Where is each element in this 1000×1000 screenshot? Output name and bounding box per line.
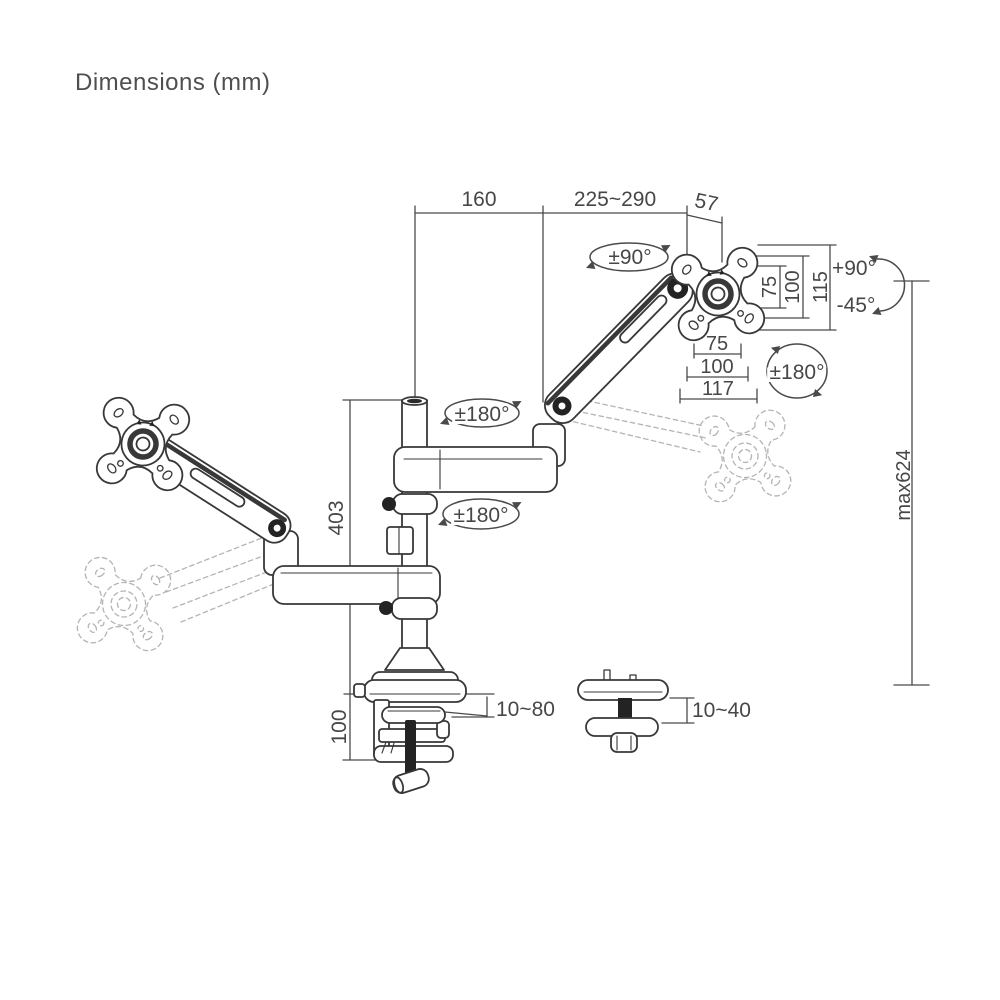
vesa-side-75-label: 75	[759, 276, 781, 298]
labels: Dimensions (mm) 160 225~290 57 403 100 1…	[75, 69, 915, 745]
ghost-vesa-left	[76, 556, 172, 652]
dim-arm-inner-label: 160	[461, 188, 496, 211]
arrow-icon	[661, 245, 671, 253]
gas-spring-arm-right	[543, 272, 694, 425]
vesa-bottom-100-label: 100	[700, 356, 733, 378]
artwork	[95, 246, 766, 794]
page-title: Dimensions (mm)	[75, 69, 271, 96]
head-swivel-ellipse	[589, 242, 669, 272]
dim-grommet-range-label: 10~40	[692, 699, 751, 722]
arm-upper-swivel-label: ±180°	[455, 403, 510, 426]
vesa-plate-right	[670, 246, 766, 342]
arm-lower-swivel-ellipse	[442, 498, 520, 530]
arm-lower-swivel-label: ±180°	[454, 504, 509, 527]
gas-spring-arm-left	[131, 428, 292, 544]
arrow-icon	[812, 388, 823, 398]
vesa-side-115-label: 115	[810, 271, 832, 303]
vesa-plate-left	[95, 396, 191, 492]
dim-clamp-height-label: 100	[328, 709, 351, 744]
upper-swivel-arm	[393, 423, 566, 493]
grommet-mount	[577, 669, 669, 753]
angle-indicators	[438, 242, 906, 530]
arrow-icon	[512, 502, 522, 510]
vesa-rotate-circle	[766, 343, 828, 399]
dim-max-height-label: max624	[893, 449, 915, 520]
up-marks-icon	[136, 419, 155, 427]
vesa-rotate-label: ±180°	[770, 361, 825, 384]
dim-head-offset-label: 57	[693, 189, 721, 216]
tilt-down-label: -45°	[837, 294, 876, 317]
vesa-bottom-75-label: 75	[706, 333, 728, 355]
tilt-arc	[876, 258, 906, 312]
ghost-vesa-right	[698, 409, 792, 503]
dimension-lines	[342, 205, 930, 761]
pole-collars	[379, 493, 438, 620]
tilt-up-label: +90°	[832, 257, 876, 280]
clamp-handle	[392, 768, 430, 794]
dim-arm-outer-label: 225~290	[574, 188, 656, 211]
vesa-bottom-117-label: 117	[702, 378, 734, 400]
arrow-icon	[440, 417, 450, 425]
arrow-icon	[869, 255, 879, 263]
arrow-icon	[438, 518, 448, 526]
dim-pole-height-label: 403	[325, 500, 348, 535]
dim-clamp-range-label: 10~80	[496, 698, 555, 721]
arrow-icon	[872, 307, 882, 315]
arrow-icon	[770, 345, 781, 355]
arrow-icon	[586, 261, 596, 269]
vesa-side-100-label: 100	[782, 270, 804, 303]
arm-upper-swivel-ellipse	[444, 398, 520, 428]
head-swivel-label: ±90°	[608, 246, 651, 269]
arrow-icon	[512, 401, 522, 409]
desk-clamp	[353, 647, 467, 794]
up-marks-icon	[706, 269, 725, 277]
